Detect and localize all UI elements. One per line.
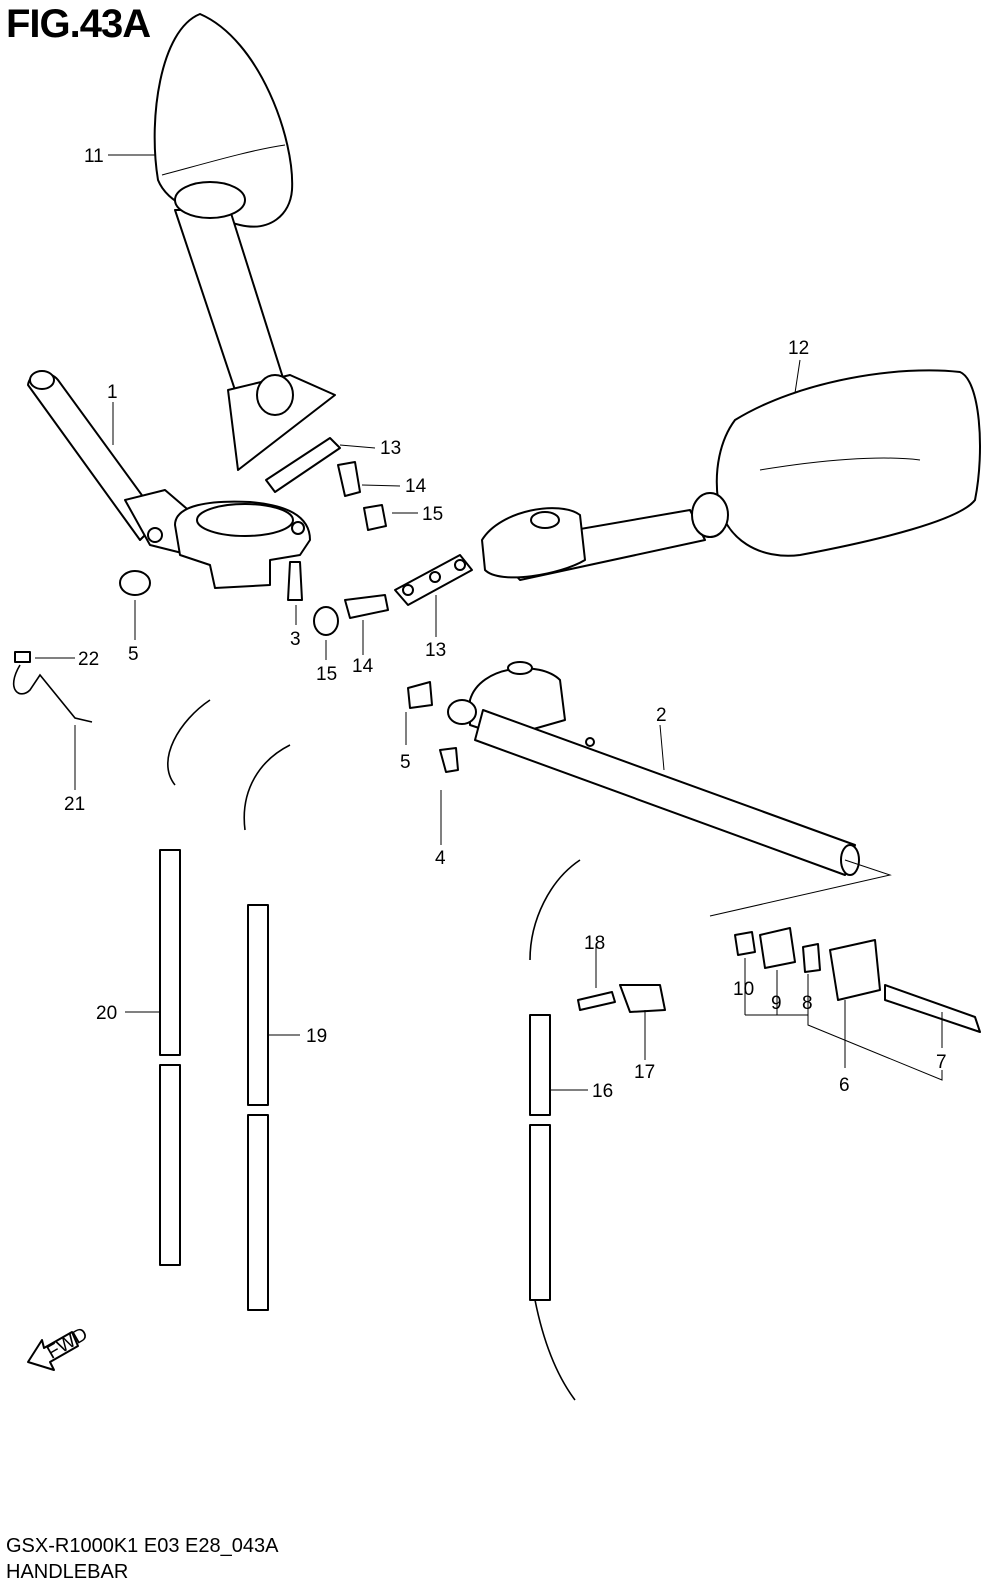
right-mirror <box>481 369 981 581</box>
bar-end-parts <box>734 927 981 1033</box>
callout-13-upper: 13 <box>380 438 401 459</box>
small-parts <box>13 437 473 773</box>
callout-3: 3 <box>290 629 301 650</box>
callout-11: 11 <box>84 146 104 167</box>
callout-9: 9 <box>771 993 782 1014</box>
fwd-arrow: FWD <box>27 1324 92 1371</box>
leader-lines <box>35 154 943 1091</box>
cables <box>159 699 666 1401</box>
callout-4: 4 <box>435 848 446 869</box>
callout-13-lower: 13 <box>425 640 446 661</box>
left-mirror <box>153 13 336 471</box>
callout-10: 10 <box>733 979 754 1000</box>
callout-8: 8 <box>802 993 813 1014</box>
callout-15-upper: 15 <box>422 504 443 525</box>
callout-1: 1 <box>107 382 118 403</box>
callout-20: 20 <box>96 1003 117 1024</box>
callout-5-left: 5 <box>128 644 139 665</box>
callout-12: 12 <box>788 338 809 359</box>
callout-6: 6 <box>839 1075 850 1096</box>
fwd-label: FWD <box>44 1324 92 1364</box>
callout-14-lower: 14 <box>352 656 374 677</box>
figure-title: FIG.43A <box>6 2 151 46</box>
callout-2: 2 <box>656 705 667 726</box>
callout-labels: 11 12 1 13 14 15 5 3 15 14 13 22 2 5 21 … <box>64 146 947 1102</box>
callout-18: 18 <box>584 933 605 954</box>
callout-7: 7 <box>936 1052 947 1073</box>
callout-21: 21 <box>64 794 85 815</box>
callout-17: 17 <box>634 1062 655 1083</box>
callout-19: 19 <box>306 1026 327 1047</box>
diagram-name: HANDLEBAR <box>6 1561 129 1583</box>
callout-14-upper: 14 <box>405 476 427 497</box>
callout-22: 22 <box>78 649 99 670</box>
diagram-code: GSX-R1000K1 E03 E28_043A <box>6 1535 279 1557</box>
left-handlebar <box>27 370 311 589</box>
callout-15-lower: 15 <box>316 664 337 685</box>
right-handlebar <box>447 661 860 876</box>
callout-5-right: 5 <box>400 752 411 773</box>
callout-16: 16 <box>592 1081 613 1102</box>
